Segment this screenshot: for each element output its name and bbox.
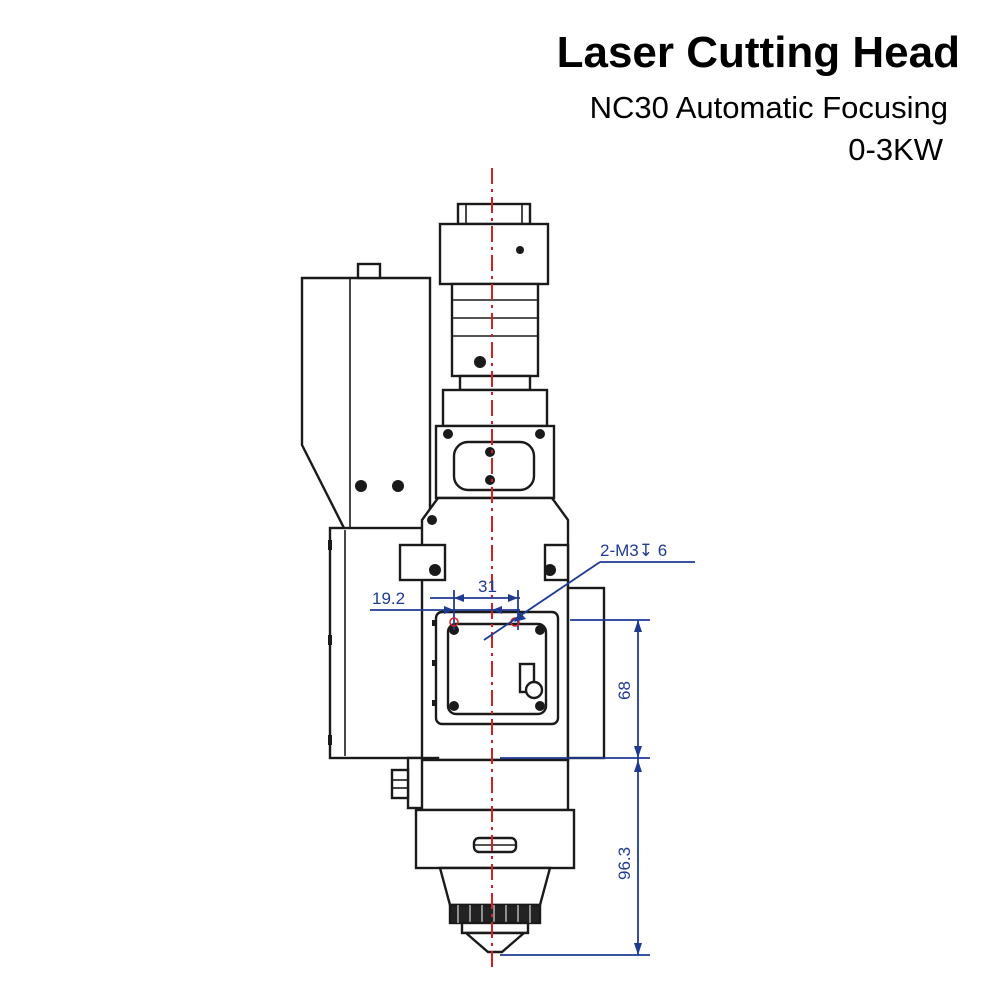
nozzle (462, 931, 528, 954)
collimator-lock-screw (474, 356, 486, 368)
lower-body (414, 758, 576, 954)
power-rating: 0-3KW (848, 132, 943, 167)
drawing-title: Laser Cutting Head (556, 28, 960, 77)
dim-31-label: 31 (478, 577, 497, 596)
collimator-tube (438, 202, 550, 428)
main-body (398, 496, 606, 762)
drawing-subtitle: NC30 Automatic Focusing (589, 90, 948, 125)
dim-96-3-label: 96.3 (615, 847, 634, 880)
upper-block (434, 424, 556, 500)
dim-19-2-label: 19.2 (372, 589, 405, 608)
thread-note-label: 2-M3↧ 6 (600, 541, 667, 560)
dimension-lines (370, 561, 695, 956)
side-housing (300, 262, 432, 760)
housing-screw-right (392, 480, 404, 492)
dim-68-label: 68 (615, 681, 634, 700)
housing-screw-left (355, 480, 367, 492)
collimator-screw (516, 246, 524, 254)
